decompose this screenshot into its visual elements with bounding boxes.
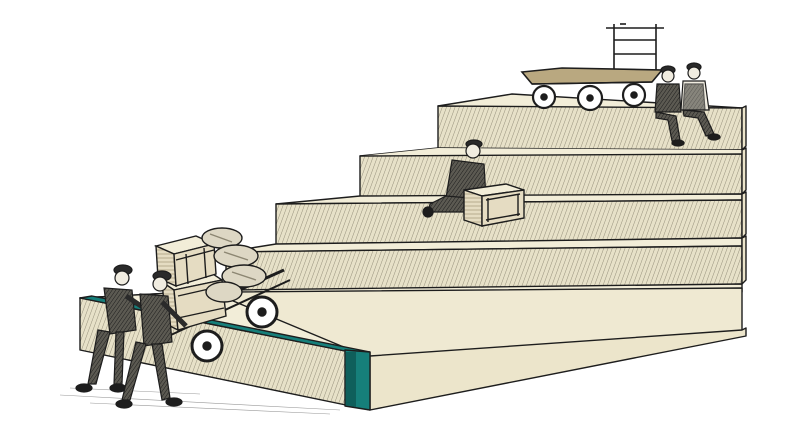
- staircase: [79, 93, 747, 411]
- step-4: [359, 147, 747, 199]
- crate-on-step: [463, 183, 525, 227]
- pushing-worker-front: [115, 270, 188, 409]
- seated-worker-right: [680, 62, 721, 141]
- seated-worker-left: [654, 65, 685, 147]
- empty-cart: [520, 23, 664, 112]
- pushing-worker-back: [75, 264, 158, 393]
